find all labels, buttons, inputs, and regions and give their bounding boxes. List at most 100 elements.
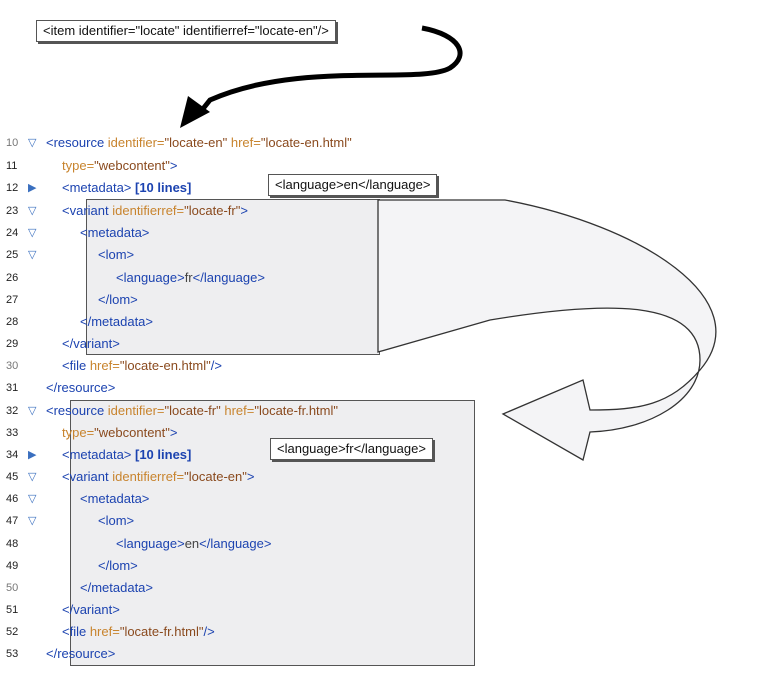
token-tag: </resource> (46, 646, 116, 661)
token-val: "locate-en" (184, 469, 247, 484)
token-tag: <metadata> (62, 447, 135, 462)
code-text: <metadata> (80, 488, 149, 510)
token-tag: > (169, 425, 178, 440)
token-attr: href= (224, 403, 255, 418)
token-tag: /> (203, 624, 215, 639)
token-tag: <lom> (98, 513, 135, 528)
line-number: 53 (6, 648, 19, 660)
fold-open-icon[interactable]: ▽ (28, 515, 37, 527)
fold-closed-icon[interactable]: ▶ (28, 449, 37, 461)
token-tag: <file (62, 358, 90, 373)
token-tag: <metadata> (80, 491, 150, 506)
token-tag: <resource (46, 403, 108, 418)
token-val: "locate-fr" (164, 403, 225, 418)
line-number: 11 (6, 160, 18, 172)
fold-open-icon[interactable]: ▽ (28, 227, 37, 239)
token-tag: > (240, 203, 248, 218)
code-text: </resource> (46, 643, 115, 665)
top-arrowhead (180, 96, 210, 128)
line-number: 45 (6, 471, 19, 483)
token-val: "webcontent" (94, 425, 170, 440)
line-number: 52 (6, 626, 19, 638)
token-attr: identifierref= (112, 203, 185, 218)
code-text: type="webcontent"> (62, 155, 178, 177)
token-tag: </resource> (46, 380, 116, 395)
line-number: 49 (6, 560, 19, 572)
token-tag: </metadata> (80, 580, 153, 595)
token-tag: <resource (46, 135, 108, 150)
code-text: <metadata> [10 lines] (62, 444, 191, 466)
fold-open-icon[interactable]: ▽ (28, 137, 37, 149)
fold-open-icon[interactable]: ▽ (28, 249, 37, 261)
line-number: 32 (6, 405, 19, 417)
line-number: 31 (6, 382, 19, 394)
line-number: 29 (6, 338, 19, 350)
line-number: 33 (6, 427, 19, 439)
code-text: <lom> (98, 510, 134, 532)
fold-open-icon[interactable]: ▽ (28, 205, 37, 217)
line-number: 34 (6, 449, 19, 461)
fold-open-icon[interactable]: ▽ (28, 471, 37, 483)
code-text: <variant identifierref="locate-fr"> (62, 200, 248, 222)
code-text: </variant> (62, 599, 120, 621)
token-tag: </language> (199, 536, 272, 551)
fold-open-icon[interactable]: ▽ (28, 405, 37, 417)
line-number: 27 (6, 294, 19, 306)
token-tag: /> (210, 358, 222, 373)
code-text: <language>fr</language> (116, 267, 265, 289)
line-number: 28 (6, 316, 19, 328)
fold-open-icon[interactable]: ▽ (28, 493, 37, 505)
token-attr: href= (230, 135, 261, 150)
token-tag: <language> (116, 536, 185, 551)
code-text: </lom> (98, 555, 138, 577)
token-val: "locate-fr.html" (119, 624, 204, 639)
token-attr: type= (62, 425, 95, 440)
code-text: </resource> (46, 377, 115, 399)
token-tag: </variant> (62, 602, 120, 617)
code-text: <metadata> (80, 222, 149, 244)
line-number: 46 (6, 493, 19, 505)
large-hollow-arrow (377, 199, 717, 461)
top-curved-arrow (196, 25, 463, 117)
code-text: <resource identifier="locate-fr" href="l… (46, 400, 338, 422)
language-en-callout: <language>en</language> (268, 174, 438, 196)
token-attr: type= (62, 158, 95, 173)
line-number: 50 (6, 582, 19, 594)
fold-closed-icon[interactable]: ▶ (28, 182, 37, 194)
token-tag: <metadata> (62, 180, 135, 195)
token-tag: </metadata> (80, 314, 153, 329)
token-tag: <lom> (98, 247, 135, 262)
code-text: </lom> (98, 289, 138, 311)
code-text: </variant> (62, 333, 120, 355)
code-text: </metadata> (80, 577, 153, 599)
token-attr: href= (89, 624, 120, 639)
token-tag: <variant (62, 469, 113, 484)
line-number: 51 (6, 604, 19, 616)
line-number: 12 (6, 182, 19, 194)
token-tag: </lom> (98, 292, 138, 307)
code-text: <file href="locate-fr.html"/> (62, 621, 215, 643)
item-callout: <item identifier="locate" identifierref=… (36, 20, 336, 42)
line-number: 26 (6, 272, 19, 284)
code-text: <language>en</language> (116, 533, 271, 555)
token-tag: > (246, 469, 255, 484)
line-number: 10 (6, 137, 19, 149)
code-text: <resource identifier="locate-en" href="l… (46, 132, 352, 154)
code-text: <variant identifierref="locate-en"> (62, 466, 254, 488)
token-tag: </variant> (62, 336, 120, 351)
token-attr: identifierref= (112, 469, 185, 484)
token-tag: </lom> (98, 558, 138, 573)
line-number: 25 (6, 249, 19, 261)
token-tag: <language> (116, 270, 185, 285)
code-text: <metadata> [10 lines] (62, 177, 191, 199)
line-number: 24 (6, 227, 19, 239)
token-tag: > (169, 158, 178, 173)
language-fr-callout: <language>fr</language> (270, 438, 433, 460)
token-tag: <file (62, 624, 90, 639)
line-number: 30 (6, 360, 19, 372)
token-attr: identifier= (107, 403, 165, 418)
code-text: <lom> (98, 244, 134, 266)
line-number: 47 (6, 515, 19, 527)
token-val: "locate-fr.html" (254, 403, 338, 418)
